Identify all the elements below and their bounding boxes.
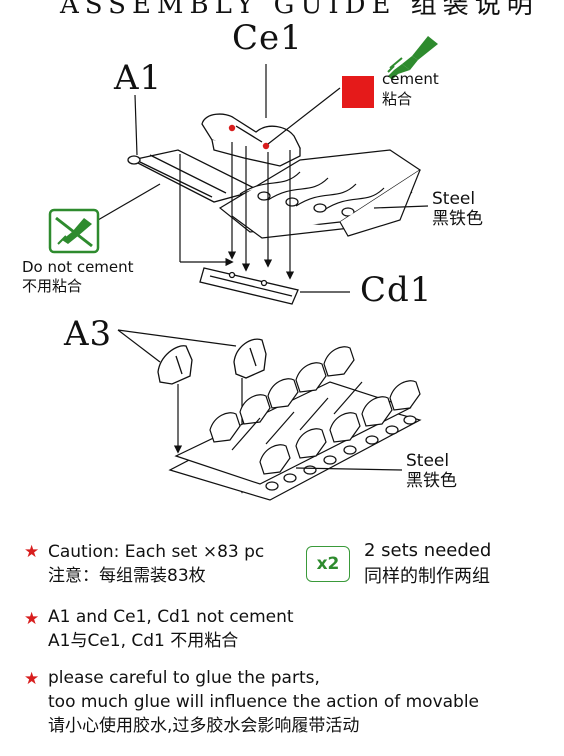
caution-cn: 注意：每组需装83枚 xyxy=(48,566,206,586)
cement-dot-1 xyxy=(228,124,236,132)
x2-badge: x2 xyxy=(306,546,350,582)
label-a1: A1 xyxy=(114,58,163,98)
leader-cement xyxy=(267,87,341,145)
label-ce1: Ce1 xyxy=(232,18,303,58)
leader-steel-top xyxy=(373,205,429,209)
label-cd1: Cd1 xyxy=(360,270,433,310)
cement-red-square xyxy=(342,76,374,108)
red-star-icon: ★ xyxy=(24,609,40,629)
label-steel-bottom-cn: 黑铁色 xyxy=(406,471,457,491)
leader-steel-bottom xyxy=(295,467,403,471)
leader-a3-1 xyxy=(117,329,161,363)
label-cement-en: cement xyxy=(382,70,439,88)
red-star-icon: ★ xyxy=(24,669,40,689)
label-do-not-cement-en: Do not cement xyxy=(22,258,134,276)
sets-needed-en: 2 sets needed xyxy=(364,540,492,561)
cement-dot-2 xyxy=(262,142,270,150)
glue-note-line2: too much glue will influence the action … xyxy=(48,692,480,712)
glue-note-line1: please careful to glue the parts, xyxy=(48,668,320,688)
label-steel-top-en: Steel xyxy=(432,189,476,209)
label-cement-cn: 粘合 xyxy=(382,90,413,108)
red-star-icon: ★ xyxy=(24,542,40,562)
no-cement-en: A1 and Ce1, Cd1 not cement xyxy=(48,607,294,627)
glue-brush-icon xyxy=(387,36,438,80)
leader-a1 xyxy=(134,94,138,156)
clip-cd1 xyxy=(199,267,299,305)
glue-note-line3: 请小心使用胶水,过多胶水会影响履带活动 xyxy=(48,716,360,736)
guide-horn-ce1 xyxy=(201,113,301,167)
horns-a3 xyxy=(157,338,267,385)
ce1-arrows xyxy=(227,142,295,280)
label-steel-top-cn: 黑铁色 xyxy=(432,209,483,229)
sets-needed-cn: 同样的制作两组 xyxy=(364,566,490,587)
no-cement-cn: A1与Ce1, Cd1 不用粘合 xyxy=(48,631,239,651)
upper-track-links xyxy=(218,149,422,239)
label-do-not-cement-cn: 不用粘合 xyxy=(22,277,83,295)
lower-track-assembly xyxy=(168,346,422,501)
label-steel-bottom-en: Steel xyxy=(406,451,450,471)
caution-en: Caution: Each set ×83 pc xyxy=(48,542,265,562)
leader-a3-2 xyxy=(117,329,237,347)
assembly-diagram xyxy=(48,36,438,501)
header-cut-title: ASSEMBLY GUIDE 组装说明 xyxy=(60,0,539,20)
leader-do-not-cement xyxy=(97,183,161,221)
no-glue-icon xyxy=(48,208,100,254)
label-a3: A3 xyxy=(64,314,113,354)
